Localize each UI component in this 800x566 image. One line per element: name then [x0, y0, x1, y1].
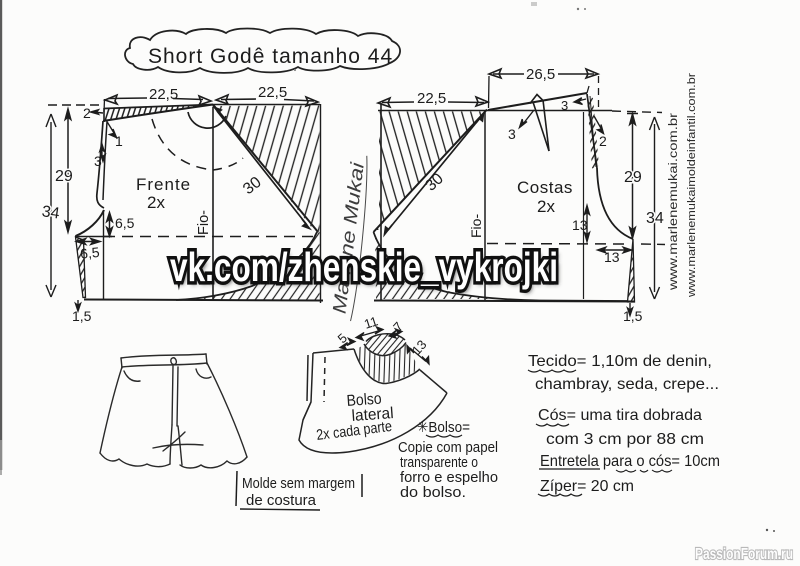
svg-text:22,5: 22,5	[417, 90, 446, 107]
svg-text:29: 29	[624, 169, 642, 186]
svg-text:2x: 2x	[147, 193, 165, 212]
svg-text:2: 2	[599, 133, 607, 149]
svg-text:34: 34	[41, 203, 61, 222]
svg-text:1,5: 1,5	[623, 308, 643, 324]
svg-text:2x: 2x	[537, 197, 555, 216]
svg-text:Fio-: Fio-	[468, 214, 484, 238]
svg-text:Copie com papel: Copie com papel	[398, 439, 498, 456]
svg-text:3: 3	[561, 98, 568, 113]
svg-text:7: 7	[390, 319, 406, 334]
svg-text:vk.com/zhenskie_vykrojki: vk.com/zhenskie_vykrojki	[170, 244, 558, 290]
svg-text:1: 1	[115, 133, 123, 149]
svg-text:3: 3	[508, 126, 516, 142]
svg-text:13: 13	[604, 249, 620, 265]
svg-text:Fio-: Fio-	[196, 210, 212, 235]
svg-text:13: 13	[572, 217, 588, 233]
svg-text:6,5: 6,5	[115, 215, 135, 231]
svg-text:Molde sem margem: Molde sem margem	[242, 475, 355, 492]
svg-text:chambray, seda, crepe...: chambray, seda, crepe...	[535, 376, 719, 393]
svg-text:PassionForum.ru: PassionForum.ru	[695, 546, 793, 563]
svg-text:Tecido= 1,10m de denin,: Tecido= 1,10m de denin,	[528, 353, 712, 370]
svg-text:1,5: 1,5	[72, 308, 92, 324]
svg-text:26,5: 26,5	[526, 66, 555, 83]
svg-text:6,5: 6,5	[79, 244, 100, 262]
svg-text:2x cada parte: 2x cada parte	[315, 418, 393, 444]
svg-text:PassionForum.ru: PassionForum.ru	[695, 546, 793, 563]
svg-text:forro e espelho: forro e espelho	[400, 469, 498, 486]
svg-text:com 3 cm por 88 cm: com 3 cm por 88 cm	[546, 431, 704, 448]
svg-text:22,5: 22,5	[149, 86, 178, 103]
svg-text:Frente: Frente	[136, 175, 191, 194]
svg-text:lateral: lateral	[351, 405, 394, 425]
svg-text:Bolso: Bolso	[346, 391, 382, 410]
svg-text:30: 30	[240, 174, 265, 198]
svg-text:34: 34	[646, 210, 664, 227]
svg-text:22,5: 22,5	[258, 84, 287, 101]
svg-text:3: 3	[94, 153, 102, 169]
svg-text:✳Bolso=: ✳Bolso=	[417, 419, 470, 436]
svg-text:2: 2	[83, 105, 91, 121]
svg-text:Zíper= 20 cm: Zíper= 20 cm	[540, 478, 634, 495]
svg-text:Cós= uma tira dobrada: Cós= uma tira dobrada	[538, 407, 702, 424]
svg-text:www.marlenemukaimoldeinfantil.: www.marlenemukaimoldeinfantil.com.br	[686, 73, 698, 299]
svg-text:transparente o: transparente o	[400, 454, 478, 471]
svg-text:Entretela para o cós= 10cm: Entretela para o cós= 10cm	[540, 453, 720, 470]
svg-text:Costas: Costas	[517, 178, 573, 197]
svg-text:de costura: de costura	[246, 492, 317, 509]
svg-text:29: 29	[55, 168, 73, 185]
svg-text:Short Godê tamanho 44: Short Godê tamanho 44	[148, 45, 393, 68]
svg-text:www.marlenemukai.com.br: www.marlenemukai.com.br	[668, 113, 680, 291]
svg-text:vk.com/zhenskie_vykrojki: vk.com/zhenskie_vykrojki	[170, 244, 558, 290]
svg-text:11: 11	[362, 313, 379, 331]
svg-text:vk.com/zhenskie_vykrojki: vk.com/zhenskie_vykrojki	[172, 247, 560, 293]
svg-text:do bolso.: do bolso.	[400, 484, 466, 501]
